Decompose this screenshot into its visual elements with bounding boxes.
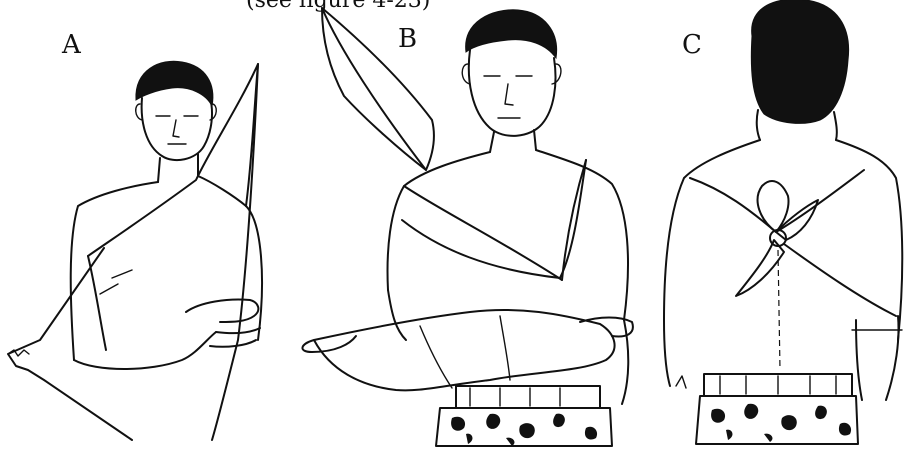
panel-b-figure: [302, 8, 632, 446]
panel-c-figure: [664, 0, 902, 444]
panel-a-figure: [8, 61, 262, 440]
